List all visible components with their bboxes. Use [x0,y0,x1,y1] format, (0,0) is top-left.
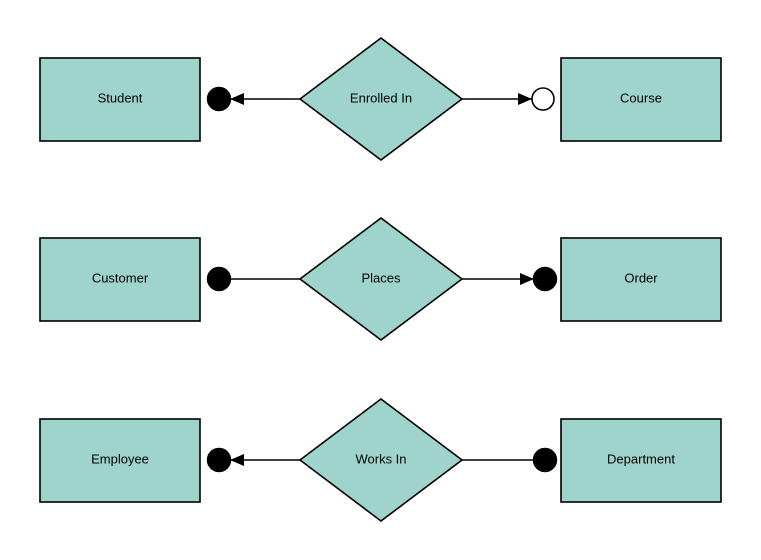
cardinality-marker-filled-department[interactable] [532,447,558,473]
cardinality-marker-filled-customer[interactable] [206,266,232,292]
entity-box-course[interactable] [560,57,722,142]
relationship-row-enrolled-in: Student Enrolled In Course [39,36,722,162]
arrowhead-left-student [230,93,244,105]
cardinality-marker-filled-employee[interactable] [206,447,232,473]
entity-box-department[interactable] [560,418,722,503]
relationship-diamond-works-in[interactable] [298,397,464,523]
relationship-row-places: Customer Places Order [39,216,722,342]
entity-box-order[interactable] [560,237,722,322]
cardinality-marker-hollow-course[interactable] [531,87,555,111]
cardinality-marker-filled-order[interactable] [532,266,558,292]
relationship-diamond-enrolled-in[interactable] [298,36,464,162]
relationship-row-works-in: Employee Works In Department [39,397,722,523]
entity-box-student[interactable] [39,57,201,142]
arrowhead-left-employee [230,454,244,466]
entity-box-customer[interactable] [39,237,201,322]
arrowhead-right-course [518,93,532,105]
arrowhead-right-order [520,273,534,285]
cardinality-marker-filled-student[interactable] [206,86,232,112]
relationship-diamond-places[interactable] [298,216,464,342]
entity-box-employee[interactable] [39,418,201,503]
